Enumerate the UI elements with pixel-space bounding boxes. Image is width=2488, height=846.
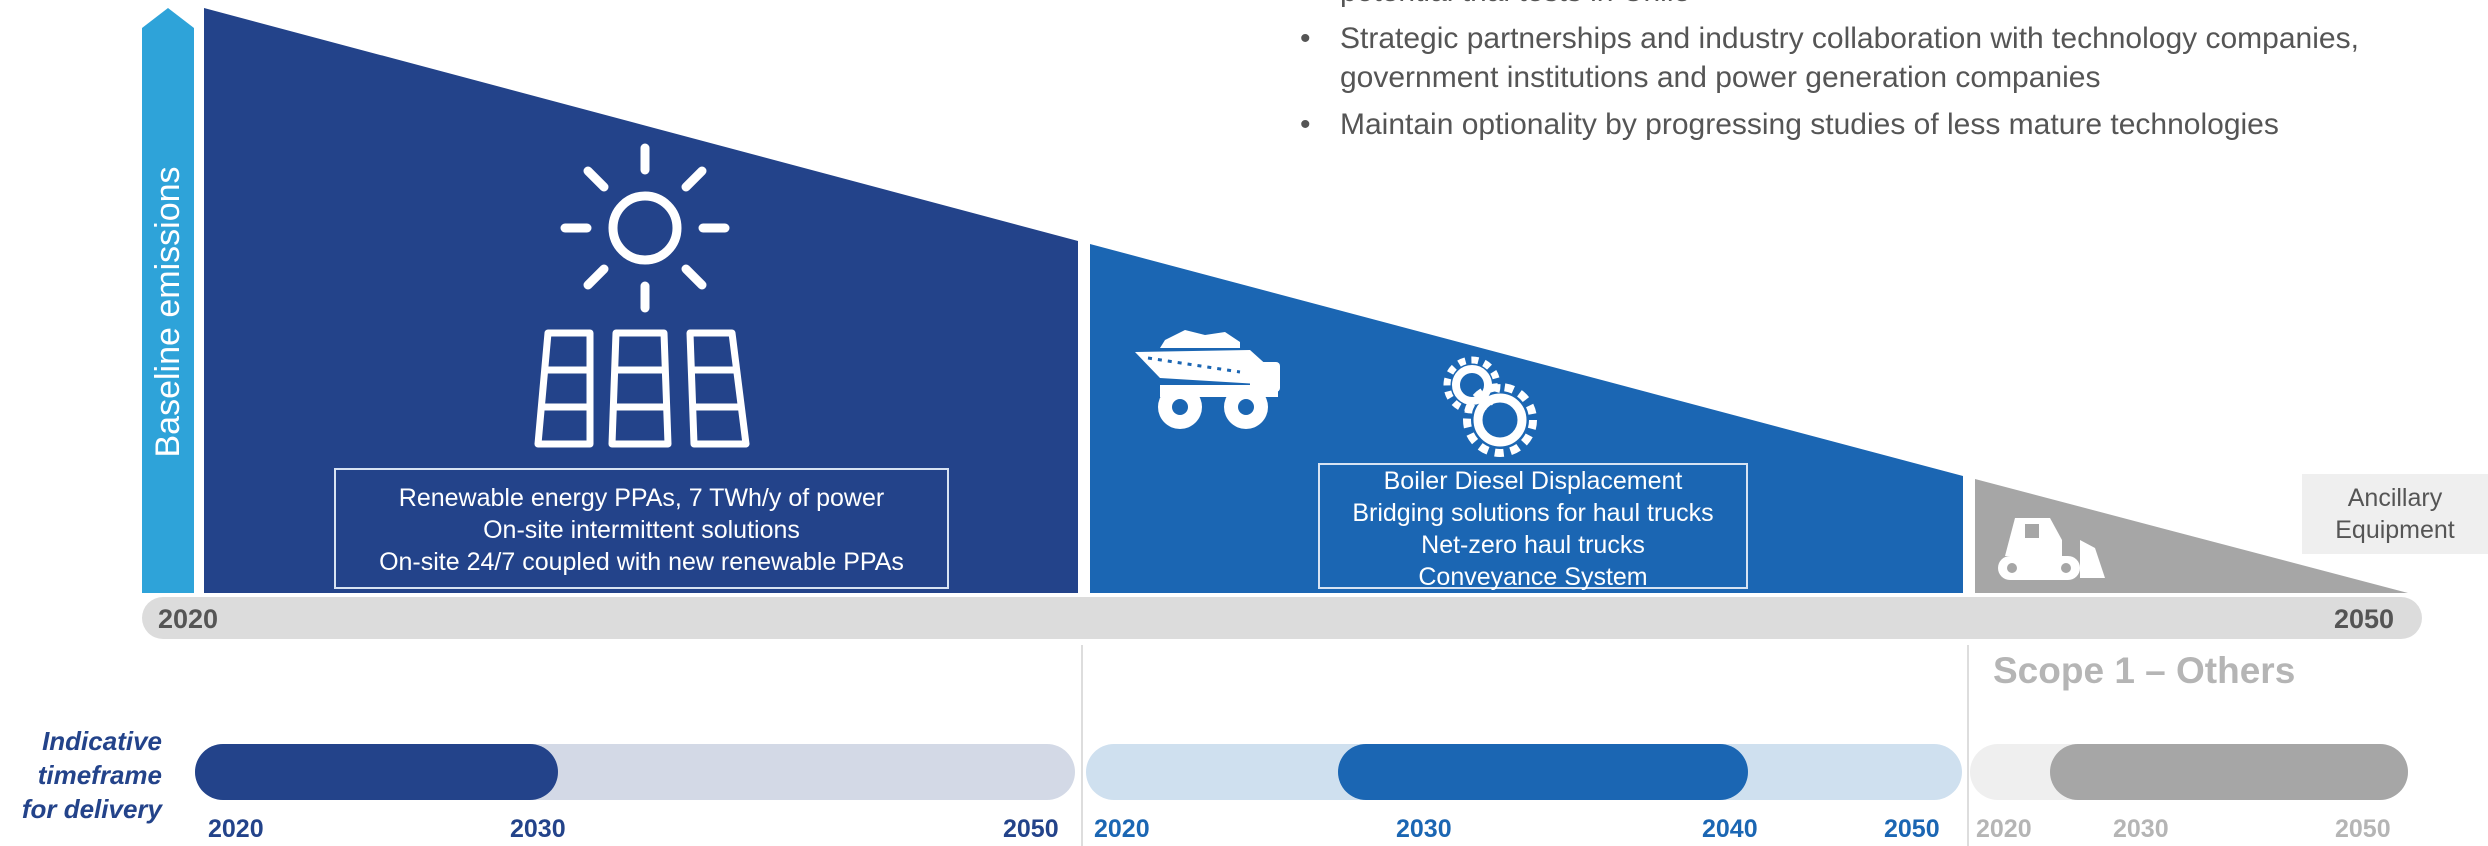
delivery-year: 2050 [1884, 815, 1940, 843]
delivery-year: 2030 [2113, 815, 2169, 843]
sun-icon [560, 143, 730, 313]
delivery-year: 2040 [1702, 815, 1758, 843]
delivery-bar-1 [195, 744, 558, 800]
initiative-line: On-site intermittent solutions [483, 516, 800, 544]
bullet-item: Maintain optionality by progressing stud… [1300, 105, 2470, 144]
baseline-arrow [142, 8, 194, 593]
gears-icon [1443, 356, 1537, 457]
initiative-line: Boiler Diesel Displacement [1383, 467, 1683, 495]
initiative-line: Net-zero haul trucks [1421, 531, 1645, 559]
haul-truck-icon [1135, 330, 1280, 429]
bulldozer-icon [1998, 518, 2105, 580]
bullet-item: Strategic partnerships and industry coll… [1300, 19, 2470, 97]
delivery-year: 2050 [1003, 815, 1059, 843]
delivery-label: Indicative timeframe for delivery [21, 726, 162, 824]
strategy-bullet-list: potential trial tests in Chile Strategic… [1300, 0, 2470, 152]
timeline-bar [142, 597, 2422, 639]
delivery-year: 2050 [2335, 815, 2391, 843]
initiative-line: Renewable energy PPAs, 7 TWh/y of power [398, 484, 885, 512]
renewables-initiatives-box: Renewable energy PPAs, 7 TWh/y of power … [334, 468, 949, 589]
ancillary-equipment-label: Ancillary Equipment [2302, 474, 2488, 554]
delivery-year: 2020 [1976, 815, 2032, 843]
delivery-year: 2020 [1094, 815, 1150, 843]
baseline-emissions-label: Baseline emissions [149, 166, 187, 458]
delivery-year: 2030 [510, 815, 566, 843]
delivery-year: 2030 [1396, 815, 1452, 843]
delivery-bar-2 [1338, 744, 1748, 800]
haul-truck-initiatives-box: Boiler Diesel Displacement Bridging solu… [1318, 463, 1748, 591]
scope-label: Scope 1 – Others [1993, 650, 2296, 691]
delivery-year: 2020 [208, 815, 264, 843]
delivery-bar-3 [2050, 744, 2408, 800]
initiative-line: Conveyance System [1418, 563, 1648, 591]
timeline-end-year: 2050 [2334, 604, 2395, 634]
wedge-section-haul-trucks [1090, 244, 1963, 593]
initiative-line: Bridging solutions for haul trucks [1352, 499, 1714, 527]
solar-panel-icon [534, 329, 750, 448]
bullet-item: potential trial tests in Chile [1300, 0, 2470, 11]
timeline-start-year: 2020 [158, 604, 219, 634]
initiative-line: On-site 24/7 coupled with new renewable … [379, 548, 904, 576]
